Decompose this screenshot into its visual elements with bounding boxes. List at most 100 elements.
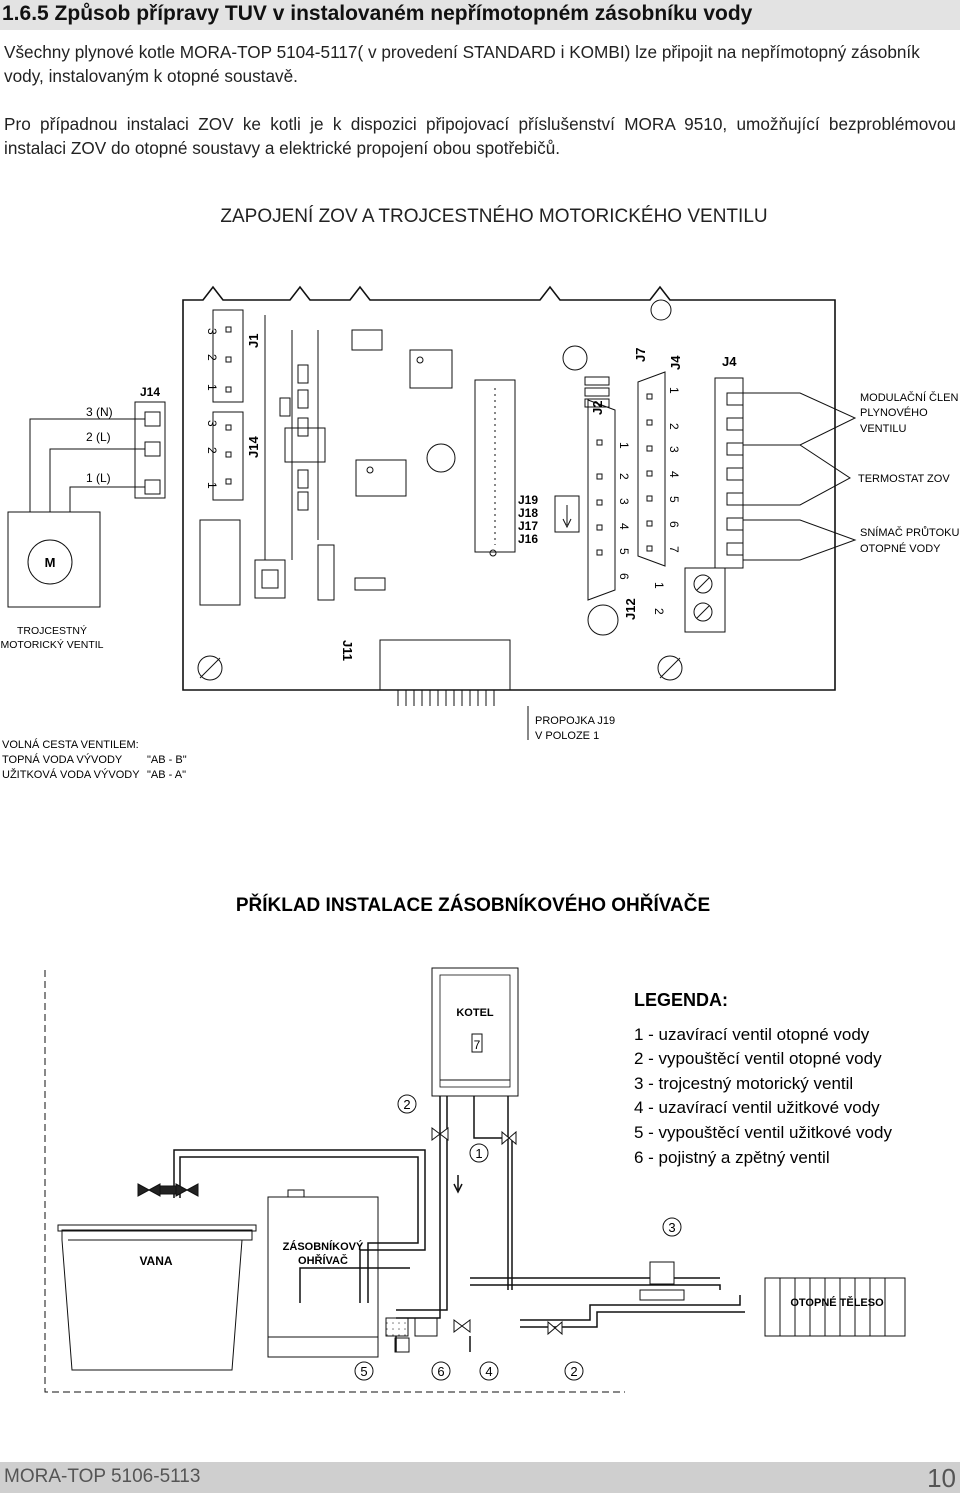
j4-pin-2: 2	[667, 423, 681, 430]
j2-label: J2	[590, 401, 605, 415]
pcb-board-outline	[182, 285, 836, 691]
modulation-label-3: VENTILU	[860, 423, 907, 435]
jumper-j18-label: J18	[518, 506, 538, 520]
tank-label-2: OHŘÍVAČ	[298, 1254, 348, 1267]
terminal-pin-1: 1	[652, 582, 666, 589]
free-path-heating-label: TOPNÁ VODA VÝVODY	[2, 753, 123, 766]
marker-2-drain: 2	[570, 1364, 577, 1379]
modulation-label-1: MODULAČNÍ ČLEN	[860, 391, 958, 404]
j4-pin-1: 1	[667, 387, 681, 394]
flow-sensor-label-1: SNÍMAČ PRŮTOKU	[860, 526, 959, 539]
valve-pin-2: 2 (L)	[86, 430, 111, 444]
intro-paragraph: Všechny plynové kotle MORA-TOP 5104-5117…	[4, 42, 920, 86]
callout-markers	[354, 1094, 682, 1381]
j14-board-connector	[212, 411, 244, 501]
bath-label: VANA	[139, 1254, 172, 1268]
j11-connector	[379, 639, 511, 706]
room-dashed-outline	[44, 970, 625, 1393]
j1-pin-3: 3	[205, 328, 219, 335]
valve-pin-1: 1 (L)	[86, 471, 111, 485]
tank-label-1: ZÁSOBNÍKOVÝ	[283, 1240, 364, 1253]
terminal-pin-2: 2	[652, 608, 666, 615]
boiler	[431, 967, 519, 1097]
section-heading: 1.6.5 Způsob přípravy TUV v instalovaném…	[0, 0, 960, 30]
j1-pin-2: 2	[205, 354, 219, 361]
thermostat-label: TERMOSTAT ZOV	[858, 473, 950, 485]
legend-title: LEGENDA:	[634, 990, 728, 1010]
section-title: 1.6.5 Způsob přípravy TUV v instalovaném…	[2, 2, 753, 25]
j2-pin-5: 5	[617, 548, 631, 555]
j2-pin-2: 2	[617, 473, 631, 480]
valve-caption-2: MOTORICKÝ VENTIL	[0, 638, 103, 651]
j1-label: J1	[246, 334, 261, 348]
j2-pin-4: 4	[617, 523, 631, 530]
j4-pin-7: 7	[667, 546, 681, 553]
motor-icon	[27, 539, 73, 585]
free-path-heating-value: "AB - B"	[147, 754, 187, 766]
legend-item-2: 2 - vypouštěcí ventil otopné vody	[634, 1049, 882, 1068]
three-way-valve-box	[7, 511, 101, 608]
legend-item-3: 3 - trojcestný motorický ventil	[634, 1074, 853, 1093]
radiator	[764, 1277, 906, 1337]
j4-pin-4: 4	[667, 471, 681, 478]
footer-model: MORA-TOP 5106-5113	[4, 1466, 201, 1487]
j14-board-label: J14	[246, 436, 261, 458]
marker-5: 5	[360, 1364, 367, 1379]
motor-symbol: M	[45, 555, 56, 570]
pcb-components	[199, 299, 672, 636]
bath-faucet-icon	[137, 1183, 199, 1197]
terminal-block	[684, 567, 726, 633]
jumper-j19-arrow	[562, 505, 572, 529]
installation-title: PŘÍKLAD INSTALACE ZÁSOBNÍKOVÉHO OHŘÍVAČE	[236, 894, 710, 916]
legend-item-6: 6 - pojistný a zpětný ventil	[634, 1148, 830, 1167]
technical-diagrams: ZAPOJENÍ ZOV A TROJCESTNÉHO MOTORICKÉHO …	[0, 206, 959, 1393]
page-footer: MORA-TOP 5106-5113 10	[0, 1462, 960, 1493]
j4-external-connector	[714, 377, 857, 569]
free-path-dhw-value: "AB - A"	[147, 769, 186, 781]
valve-symbols	[431, 1127, 563, 1336]
boiler-label: KOTEL	[456, 1007, 494, 1019]
free-path-dhw-label: UŽITKOVÁ VODA VÝVODY	[2, 768, 140, 781]
valve-pin-3: 3 (N)	[86, 405, 113, 419]
boiler-display: 7	[474, 1038, 481, 1052]
jumper-j17-label: J17	[518, 519, 538, 533]
wiring-diagram-title: ZAPOJENÍ ZOV A TROJCESTNÉHO MOTORICKÉHO …	[220, 206, 767, 227]
safety-valve-group	[385, 1317, 438, 1353]
valve-caption-1: TROJCESTNÝ	[17, 624, 87, 637]
three-way-motor-valve-icon	[639, 1261, 685, 1301]
jumper-note-1: PROPOJKA J19	[535, 715, 615, 727]
j2-pin-6: 6	[617, 573, 631, 580]
j7-label: J7	[633, 348, 648, 362]
bathtub	[57, 1224, 257, 1371]
j1-connector	[212, 309, 244, 403]
j14-plug	[29, 401, 166, 512]
mounting-screw-icon	[197, 655, 683, 681]
j12-label: J12	[623, 598, 638, 620]
marker-6: 6	[437, 1364, 444, 1379]
legend-item-1: 1 - uzavírací ventil otopné vody	[634, 1025, 870, 1044]
legend-item-4: 4 - uzavírací ventil užitkové vody	[634, 1098, 880, 1117]
j11-label: J11	[340, 640, 355, 661]
marker-4: 4	[485, 1364, 492, 1379]
jumper-j19-label: J19	[518, 493, 538, 507]
pipework	[173, 1096, 745, 1352]
jumper-note-2: V POLOZE 1	[535, 730, 599, 742]
j2-pin-3: 3	[617, 498, 631, 505]
marker-1: 1	[475, 1146, 482, 1161]
accessory-paragraph: Pro případnou instalaci ZOV ke kotli je …	[4, 114, 956, 158]
modulation-label-2: PLYNOVÉHO	[860, 406, 928, 419]
j14-plug-label: J14	[140, 385, 160, 399]
j4-board-label: J4	[668, 355, 683, 370]
j1-pin-1: 1	[205, 384, 219, 391]
marker-2: 2	[403, 1097, 410, 1112]
free-path-heading: VOLNÁ CESTA VENTILEM:	[2, 738, 139, 751]
radiator-label: OTOPNÉ TĚLESO	[790, 1296, 884, 1309]
j4-pin-5: 5	[667, 496, 681, 503]
j14-pin-3: 3	[205, 420, 219, 427]
storage-tank	[267, 1189, 379, 1358]
jumper-j16-label: J16	[518, 532, 538, 546]
j4-pin-3: 3	[667, 446, 681, 453]
j2-connector	[587, 399, 616, 601]
flow-sensor-label-2: OTOPNÉ VODY	[860, 542, 941, 555]
legend-item-5: 5 - vypouštěcí ventil užitkové vody	[634, 1123, 892, 1142]
